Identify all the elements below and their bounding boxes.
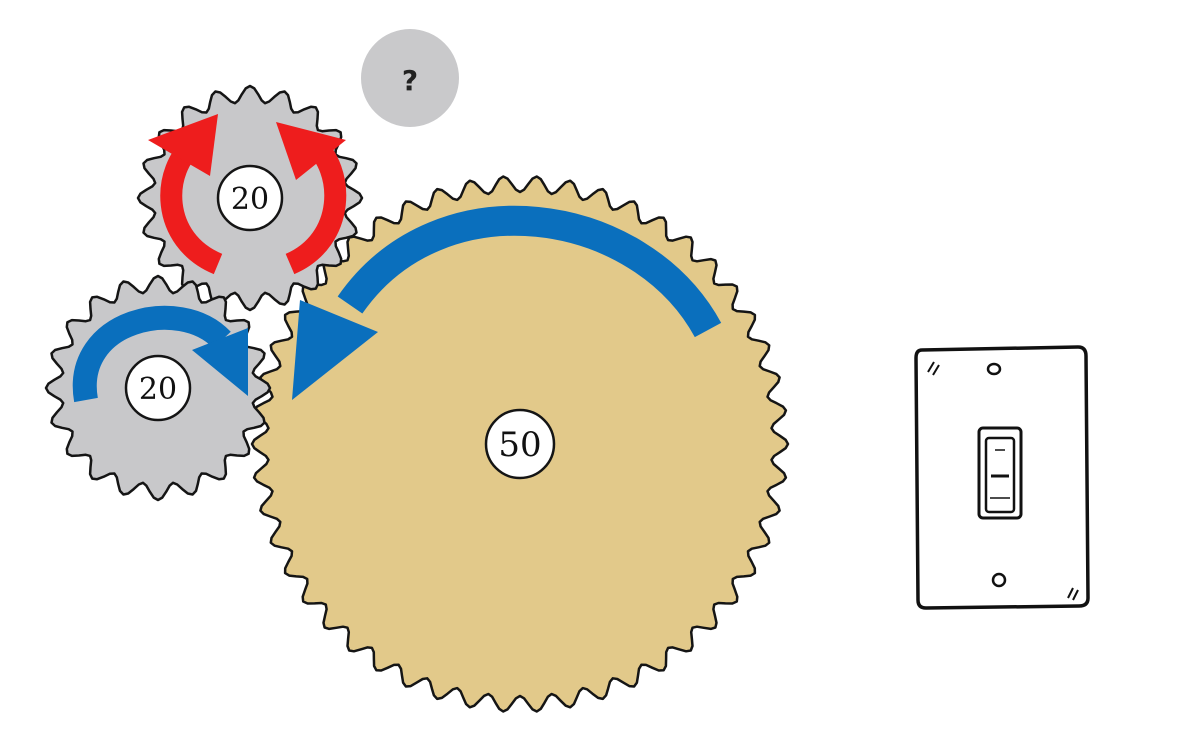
help-button-label: ? (402, 64, 418, 97)
top-gear-left-arrow-icon (148, 114, 223, 275)
gear-large[interactable]: 50 (250, 175, 790, 713)
light-switch-icon[interactable] (914, 345, 1090, 610)
gear-top-small-hub (216, 164, 284, 232)
gear-large-hub (484, 408, 556, 480)
top-gear-right-arrow-icon (276, 122, 347, 275)
help-button[interactable]: ? (361, 29, 459, 127)
gear-top-small-teeth-label: 20 (231, 182, 269, 217)
light-switch-screw-top (986, 362, 1002, 376)
help-button-circle[interactable] (361, 29, 459, 127)
gear-left-small-teeth-label: 20 (139, 372, 177, 407)
light-switch-screw-bottom (991, 572, 1007, 588)
gear-left-small-hub (124, 354, 192, 422)
large-gear-rotation-arrow-icon (292, 205, 722, 400)
gear-large-teeth-label: 50 (498, 425, 541, 465)
left-gear-rotation-arrow-icon (72, 305, 248, 403)
